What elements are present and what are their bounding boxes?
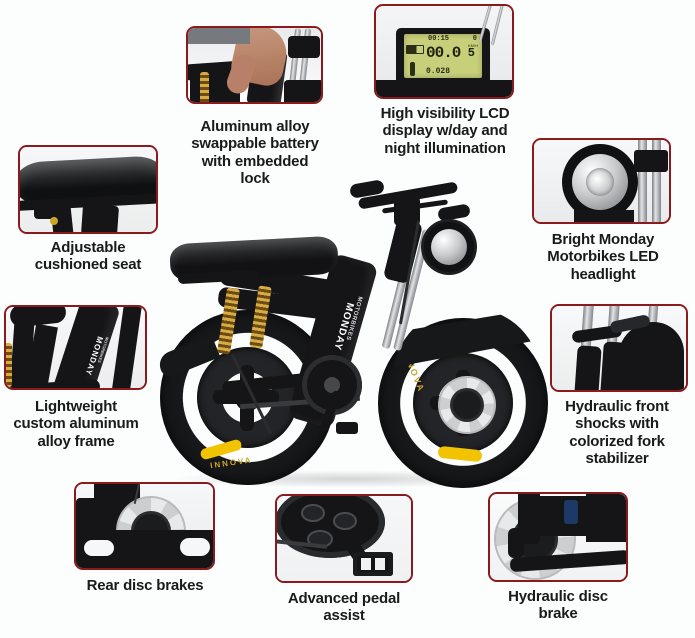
- seat-bolt: [50, 217, 58, 225]
- hydraulic-axle: [508, 528, 524, 558]
- frame-photo-bottom: [39, 378, 101, 388]
- seat-frame-tube: [80, 203, 120, 232]
- battery-swap-photo: MONDAY: [186, 26, 323, 104]
- shock-fender: [618, 322, 684, 390]
- rear-spoke-void-b: [180, 538, 210, 556]
- lcd-assist-level: 5: [467, 46, 475, 60]
- seat-photo: [18, 145, 158, 234]
- rear-disc-brake-photo: [74, 482, 215, 570]
- pedal-void-a: [361, 558, 371, 570]
- photo-torso: [188, 28, 250, 44]
- photo-headtube: [288, 36, 320, 58]
- lcd-trip-value: 0.028: [426, 67, 451, 76]
- headlight-fork-right: [652, 140, 661, 222]
- frame-photo: MONDAY MOTORBIKES: [4, 305, 147, 390]
- headlight-mount: [574, 210, 634, 222]
- frame-photo-shock: [6, 343, 12, 387]
- hydraulic-disc-brake-photo: [488, 492, 628, 582]
- lcd-battery-icon: [406, 45, 424, 54]
- headlight-fork-left: [638, 140, 647, 222]
- lcd-handlebar: [376, 80, 512, 97]
- chainring-cutout-b: [333, 512, 357, 530]
- lcd-display-photo: 00:15 0 00.0 5 KM/H 0.028: [374, 4, 514, 99]
- headlight-bracket: [634, 150, 668, 172]
- chainring-cutout-a: [301, 504, 325, 522]
- callout-caption: Hydraulic front shocks with colorized fo…: [565, 398, 669, 468]
- headlight-bulb: [586, 168, 614, 196]
- lcd-unit-label: KM/H: [468, 43, 478, 48]
- lcd-top-right-value: 0: [472, 35, 477, 43]
- front-disc-rotor: [438, 376, 496, 434]
- rear-brake-mount: [94, 484, 140, 506]
- headlight-photo: [532, 138, 671, 224]
- lcd-speed-value: 00.0: [426, 44, 461, 62]
- hero-headlight-lens: [431, 229, 467, 265]
- rear-spoke-void-a: [84, 540, 114, 556]
- pedal-assist-photo: [275, 494, 413, 583]
- callout-caption: High visibility LCD display w/day and ni…: [380, 105, 510, 157]
- pedal-void-b: [375, 558, 385, 570]
- lcd-clock-value: 00:15: [428, 35, 450, 43]
- callout-caption: Lightweight custom aluminum alloy frame: [13, 398, 139, 450]
- callout-caption: Adjustable cushioned seat: [34, 239, 142, 274]
- callout-caption: Aluminum alloy swappable battery with em…: [191, 118, 319, 188]
- hydraulic-hub-assembly: [586, 494, 626, 542]
- lcd-cable: [490, 6, 505, 46]
- photo-lower-fork: [284, 80, 321, 102]
- ground-shadow: [170, 470, 530, 488]
- callout-caption: Bright Monday Motorbikes LED headlight: [547, 231, 659, 283]
- pedal: [336, 422, 358, 434]
- lcd-bar-indicator: [410, 62, 415, 76]
- callout-caption: Hydraulic disc brake: [508, 588, 608, 623]
- hydraulic-caliper-accent: [564, 500, 578, 524]
- shock-lower-left: [574, 345, 602, 390]
- callout-caption: Rear disc brakes: [86, 577, 204, 594]
- hero-product-image: INNOVA INNOVA MONDAY MOTORBIKES: [150, 160, 550, 490]
- crank-hub: [324, 377, 340, 393]
- right-grip: [437, 203, 471, 222]
- chainring-disc: [277, 496, 385, 558]
- callout-caption: Advanced pedal assist: [287, 590, 401, 625]
- photo-shock: [200, 72, 209, 102]
- front-shocks-photo: [550, 304, 688, 392]
- lcd-screen: 00:15 0 00.0 5 KM/H 0.028: [404, 34, 482, 78]
- pedal-platform: [353, 552, 393, 576]
